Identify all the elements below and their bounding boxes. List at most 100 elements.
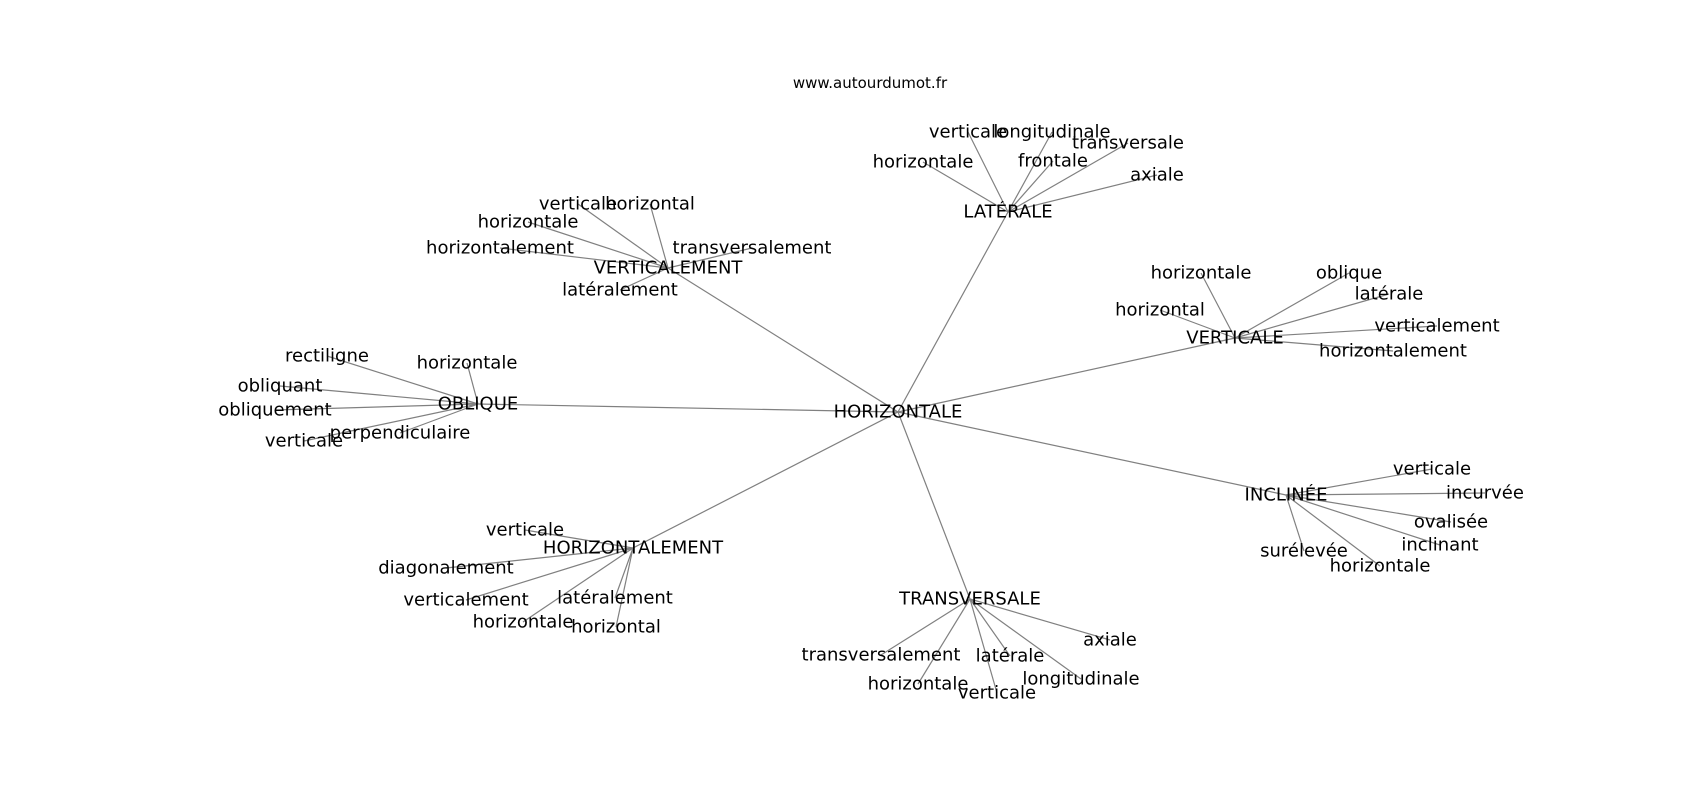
leaf-node-horizontalement-0[interactable]: verticale xyxy=(486,520,564,541)
hub-node-laterale[interactable]: LATÉRALE xyxy=(963,201,1052,223)
leaf-node-verticalement-5[interactable]: latéralement xyxy=(562,280,678,301)
leaf-node-transversale-5[interactable]: verticale xyxy=(958,683,1036,704)
leaf-node-verticale-0[interactable]: horizontale xyxy=(1151,263,1252,284)
edge-inclinee-leaf-2 xyxy=(1285,494,1452,523)
edge-verticale-leaf-2 xyxy=(1234,293,1390,339)
leaf-node-verticalement-4[interactable]: horizontalement xyxy=(426,238,574,259)
edge-center-laterale xyxy=(897,211,1009,413)
edge-laterale-leaf-0 xyxy=(967,131,1009,213)
leaf-node-verticalement-3[interactable]: transversalement xyxy=(673,238,832,259)
leaf-node-horizontalement-5[interactable]: horizontal xyxy=(571,617,661,638)
leaf-node-inclinee-1[interactable]: incurvée xyxy=(1446,483,1524,504)
leaf-node-verticalement-2[interactable]: horizontale xyxy=(478,212,579,233)
leaf-node-laterale-0[interactable]: verticale xyxy=(929,122,1007,143)
edge-transversale-leaf-3 xyxy=(969,598,1082,680)
edge-horizontalement-leaf-4 xyxy=(522,547,634,623)
edge-transversale-leaf-0 xyxy=(969,598,1111,641)
edge-center-verticalement xyxy=(667,267,899,413)
leaf-node-inclinee-2[interactable]: ovalisée xyxy=(1414,512,1488,533)
leaf-node-verticale-1[interactable]: oblique xyxy=(1316,263,1382,284)
hub-node-verticale[interactable]: VERTICALE xyxy=(1186,328,1283,349)
edge-center-transversale xyxy=(897,411,971,600)
edge-inclinee-leaf-3 xyxy=(1285,494,1441,546)
edge-verticale-leaf-1 xyxy=(1234,272,1350,339)
edge-center-oblique xyxy=(477,403,899,413)
edge-transversale-leaf-5 xyxy=(969,598,998,694)
edge-laterale-leaf-3 xyxy=(1007,142,1129,213)
leaf-node-inclinee-5[interactable]: horizontale xyxy=(1330,556,1431,577)
leaf-node-oblique-4[interactable]: perpendiculaire xyxy=(330,423,471,444)
leaf-node-laterale-3[interactable]: transversale xyxy=(1072,133,1184,154)
edge-verticalement-leaf-2 xyxy=(527,221,669,269)
leaf-node-horizontalement-4[interactable]: horizontale xyxy=(473,612,574,633)
hub-node-inclinee[interactable]: INCLINÉE xyxy=(1245,484,1328,506)
leaf-node-transversale-4[interactable]: horizontale xyxy=(868,674,969,695)
edge-verticalement-leaf-1 xyxy=(649,203,669,269)
edge-center-horizontalement xyxy=(632,411,899,549)
leaf-node-inclinee-4[interactable]: surélevée xyxy=(1260,541,1348,562)
edge-verticale-leaf-5 xyxy=(1234,337,1394,352)
edge-laterale-leaf-1 xyxy=(1007,131,1053,213)
leaf-node-transversale-3[interactable]: longitudinale xyxy=(1022,669,1139,690)
edge-center-verticale xyxy=(897,337,1236,413)
edge-inclinee-leaf-4 xyxy=(1285,494,1305,552)
leaf-node-oblique-2[interactable]: obliquant xyxy=(238,376,323,397)
leaf-node-transversale-1[interactable]: transversalement xyxy=(802,645,961,666)
edge-center-inclinee xyxy=(897,411,1287,496)
edge-transversale-leaf-1 xyxy=(880,598,971,656)
edge-verticalement-leaf-0 xyxy=(577,203,669,269)
edge-oblique-leaf-0 xyxy=(326,355,479,405)
leaf-node-transversale-0[interactable]: axiale xyxy=(1083,630,1137,651)
edge-transversale-leaf-2 xyxy=(969,598,1011,657)
edge-inclinee-leaf-0 xyxy=(1285,468,1433,496)
edge-inclinee-leaf-1 xyxy=(1285,492,1486,496)
hub-node-oblique[interactable]: OBLIQUE xyxy=(438,394,519,415)
leaf-node-laterale-1[interactable]: longitudinale xyxy=(993,122,1110,143)
edge-oblique-leaf-3 xyxy=(274,403,479,411)
leaf-node-horizontalement-3[interactable]: latéralement xyxy=(557,588,673,609)
edge-verticale-leaf-3 xyxy=(1159,309,1236,339)
edge-oblique-leaf-2 xyxy=(279,385,479,405)
leaf-node-oblique-1[interactable]: horizontale xyxy=(417,353,518,374)
edge-laterale-leaf-4 xyxy=(1007,160,1054,213)
edge-oblique-leaf-4 xyxy=(399,403,479,434)
edge-horizontalement-leaf-2 xyxy=(465,547,634,601)
leaf-node-oblique-3[interactable]: obliquement xyxy=(218,400,331,421)
site-url: www.autourdumot.fr xyxy=(793,74,948,92)
leaf-node-horizontalement-2[interactable]: verticalement xyxy=(403,590,528,611)
leaf-node-verticalement-0[interactable]: verticale xyxy=(539,194,617,215)
edge-horizontalement-leaf-1 xyxy=(445,547,634,569)
edge-verticalement-leaf-3 xyxy=(667,247,753,269)
edge-horizontalement-leaf-3 xyxy=(614,547,634,599)
hub-node-transversale[interactable]: TRANSVERSALE xyxy=(898,589,1041,610)
leaf-node-transversale-2[interactable]: latérale xyxy=(976,646,1045,667)
labels-layer: HORIZONTALELATÉRALEverticalelongitudinal… xyxy=(218,122,1524,704)
edge-oblique-leaf-1 xyxy=(466,362,479,405)
edges-layer xyxy=(274,131,1486,694)
hub-node-verticalement[interactable]: VERTICALEMENT xyxy=(594,258,744,279)
leaf-node-verticalement-1[interactable]: horizontal xyxy=(605,194,695,215)
leaf-node-oblique-0[interactable]: rectiligne xyxy=(285,346,369,367)
leaf-node-laterale-4[interactable]: frontale xyxy=(1018,151,1088,172)
edge-verticalement-leaf-5 xyxy=(619,267,669,291)
leaf-node-verticale-2[interactable]: latérale xyxy=(1355,284,1424,305)
leaf-node-horizontalement-1[interactable]: diagonalement xyxy=(378,558,513,579)
leaf-node-verticale-3[interactable]: horizontal xyxy=(1115,300,1205,321)
leaf-node-oblique-5[interactable]: verticale xyxy=(265,431,343,452)
edge-inclinee-leaf-5 xyxy=(1285,494,1381,567)
edge-verticale-leaf-0 xyxy=(1200,272,1236,339)
hub-node-horizontalement[interactable]: HORIZONTALEMENT xyxy=(543,538,724,559)
leaf-node-laterale-5[interactable]: axiale xyxy=(1130,165,1184,186)
edge-laterale-leaf-5 xyxy=(1007,174,1158,213)
edge-verticale-leaf-4 xyxy=(1234,325,1438,339)
leaf-node-inclinee-3[interactable]: inclinant xyxy=(1401,535,1478,556)
leaf-node-laterale-2[interactable]: horizontale xyxy=(873,152,974,173)
edge-horizontalement-leaf-5 xyxy=(615,547,634,628)
edge-transversale-leaf-4 xyxy=(917,598,971,685)
leaf-node-inclinee-0[interactable]: verticale xyxy=(1393,459,1471,480)
center-node[interactable]: HORIZONTALE xyxy=(834,402,963,423)
leaf-node-verticale-5[interactable]: horizontalement xyxy=(1319,341,1467,362)
leaf-node-verticale-4[interactable]: verticalement xyxy=(1374,316,1499,337)
edge-horizontalement-leaf-0 xyxy=(524,529,634,549)
